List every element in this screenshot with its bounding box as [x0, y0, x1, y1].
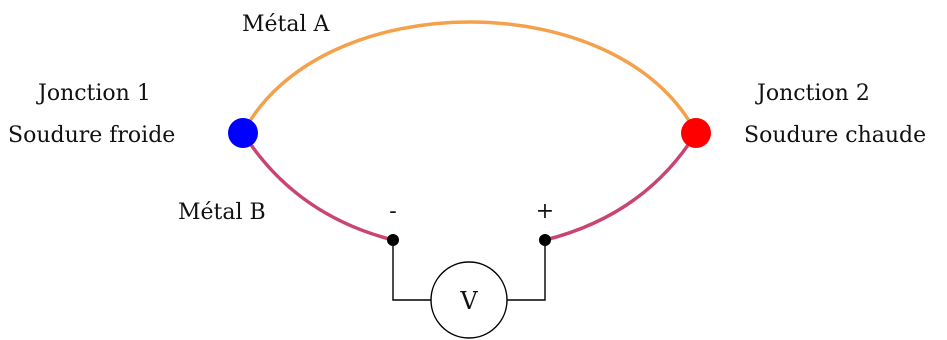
metal-a-wire [241, 20, 698, 135]
voltmeter-label: V [459, 287, 478, 315]
hot-junction-dot-icon [681, 118, 711, 148]
lead-wire-minus [392, 240, 431, 301]
minus-terminal [387, 234, 399, 246]
metal-b-wire-left [241, 131, 395, 242]
metal-a-label: Métal A [242, 12, 331, 37]
cold-junction-dot-icon [228, 118, 258, 148]
plus-label: + [536, 199, 554, 224]
lead-wire-plus [507, 240, 546, 301]
junction-1-desc: Soudure froide [8, 123, 175, 148]
voltmeter-icon [430, 261, 508, 339]
junction-2-label: Jonction 2 [755, 81, 870, 106]
plus-terminal [539, 234, 551, 246]
minus-label: - [389, 199, 396, 224]
junction-2-desc: Soudure chaude [744, 123, 926, 148]
voltmeter: V [430, 261, 508, 339]
junction-1-label: Jonction 1 [36, 81, 151, 106]
metal-b-label: Métal B [178, 200, 266, 225]
metal-b-wire-right [543, 131, 698, 242]
